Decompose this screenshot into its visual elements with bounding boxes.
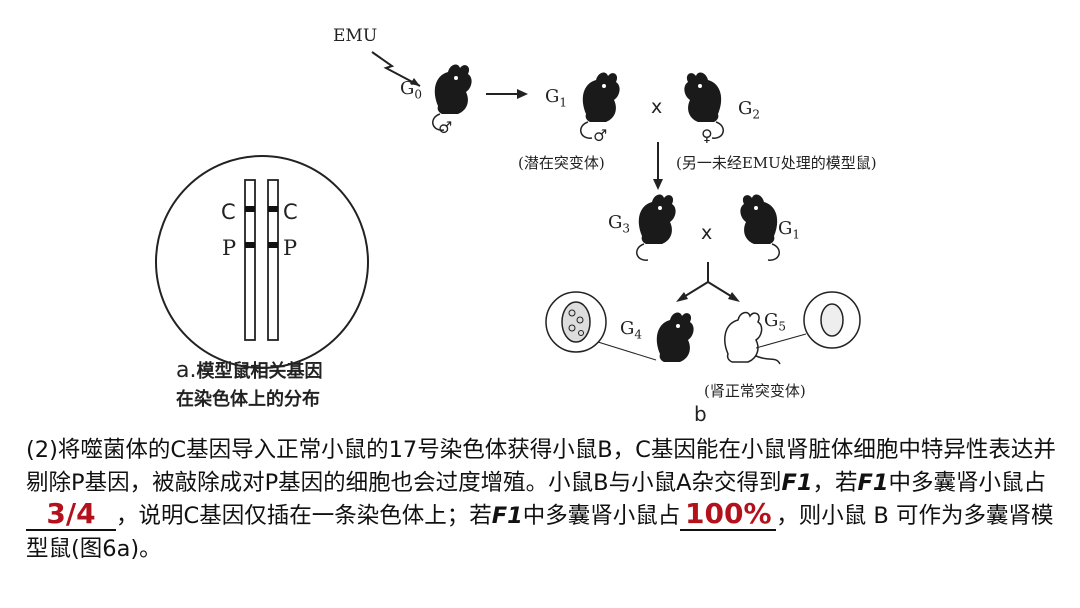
- female-symbol-g2: ♀: [701, 126, 713, 145]
- g5-normal-kidney: [821, 304, 843, 336]
- cross-symbol-2: x: [701, 222, 712, 244]
- figure-b-diagram: [0, 0, 1080, 430]
- label-g0-sub: 0: [414, 88, 422, 102]
- g5-connector: [756, 334, 806, 348]
- male-symbol-g0: ♂: [438, 118, 452, 137]
- f1-label-3: F1: [492, 503, 523, 529]
- g5-note: (肾正常突变体): [704, 380, 806, 401]
- cross-symbol-1: x: [651, 96, 662, 118]
- g4-polycystic-kidney: [562, 302, 590, 342]
- mouse-g1b: [740, 195, 777, 244]
- label-g5: G5: [764, 310, 786, 334]
- branch-right-head: [728, 292, 740, 302]
- label-g2: G2: [738, 98, 760, 122]
- answer-2: 100%: [685, 497, 772, 530]
- figure-b-caption: b: [694, 402, 707, 426]
- g1-note: (潜在突变体): [518, 152, 605, 173]
- answer-blank-2[interactable]: 100%: [680, 501, 776, 531]
- tail-g1: [581, 122, 592, 138]
- answer-1: 3/4: [46, 497, 95, 530]
- label-g3-letter: G: [608, 212, 622, 233]
- answer-blank-1[interactable]: 3/4: [26, 501, 116, 531]
- label-g0-letter: G: [400, 78, 414, 99]
- mutagen-label: EMU: [333, 26, 377, 46]
- tail-g1b: [768, 244, 779, 260]
- label-g1-sub: 1: [559, 96, 567, 110]
- question-paragraph: (2)将噬菌体的C基因导入正常小鼠的17号染色体获得小鼠B，C基因能在小鼠肾脏体…: [26, 434, 1056, 566]
- label-g5-sub: 5: [778, 320, 786, 334]
- label-g4-sub: 4: [634, 328, 642, 342]
- g2-note: (另一未经EMU处理的模型鼠): [676, 152, 877, 173]
- label-g5-letter: G: [764, 310, 778, 331]
- label-g2-letter: G: [738, 98, 752, 119]
- label-g1b-sub: 1: [792, 228, 800, 242]
- f1-label-2: F1: [858, 470, 889, 496]
- mouse-g5: [725, 313, 762, 362]
- label-g1: G1: [545, 86, 567, 110]
- mouse-g2: [684, 73, 721, 122]
- label-g1-letter: G: [545, 86, 559, 107]
- tail-g5: [756, 356, 780, 364]
- label-g2-sub: 2: [752, 108, 760, 122]
- arrowhead-down: [653, 179, 663, 190]
- label-g4-letter: G: [620, 318, 634, 339]
- f1-label-1: F1: [781, 470, 812, 496]
- male-symbol-g1: ♂: [593, 126, 607, 145]
- question-text-4: ，说明C基因仅插在一条染色体上；若: [116, 503, 492, 529]
- g4-connector: [598, 342, 656, 360]
- mouse-g1: [583, 73, 620, 122]
- label-g1b-letter: G: [778, 218, 792, 239]
- question-text-2: ，若: [813, 470, 858, 496]
- label-g4: G4: [620, 318, 642, 342]
- tail-g3: [637, 244, 648, 260]
- label-g0: G0: [400, 78, 422, 102]
- mouse-g0: [435, 65, 472, 114]
- label-g3-sub: 3: [622, 222, 630, 236]
- mouse-g4: [657, 313, 694, 362]
- label-g3: G3: [608, 212, 630, 236]
- mouse-g3: [639, 195, 676, 244]
- question-text-3: 中多囊肾小鼠占: [889, 470, 1047, 496]
- label-g1-second: G1: [778, 218, 800, 242]
- arrowhead-g0-g1: [517, 89, 528, 99]
- tail-g2: [712, 122, 723, 138]
- question-text-5: 中多囊肾小鼠占: [523, 503, 681, 529]
- branch-left-head: [676, 292, 688, 302]
